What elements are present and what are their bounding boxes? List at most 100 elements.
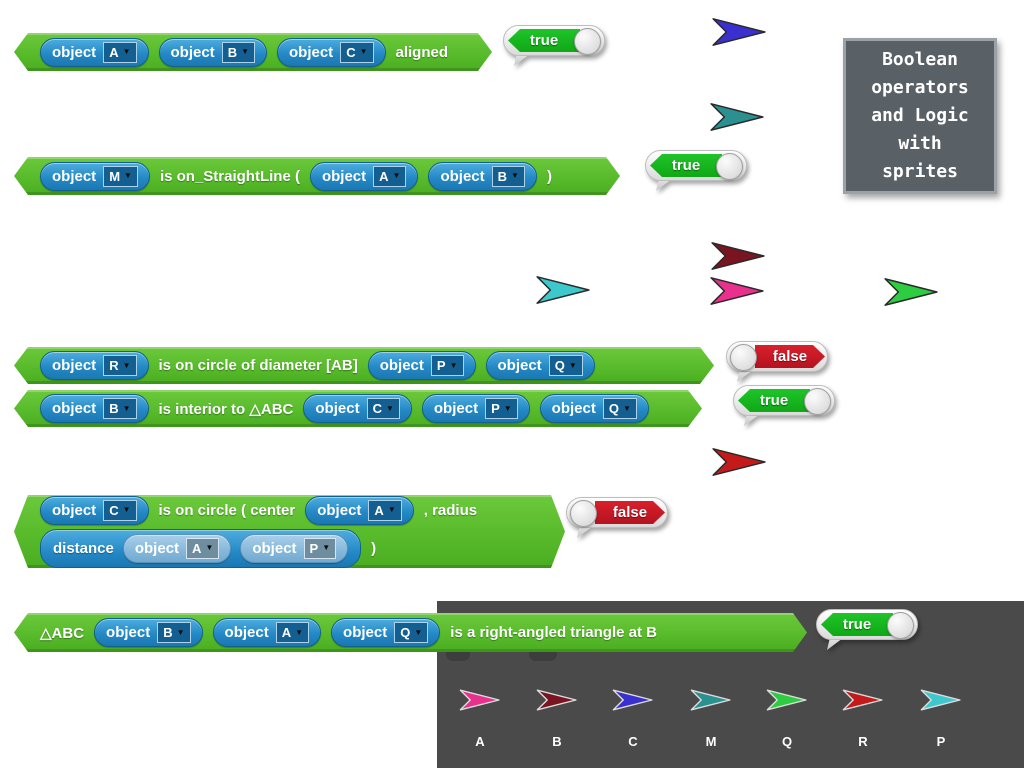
- arrow-icon: [536, 276, 590, 304]
- object-reporter[interactable]: object B ▼: [428, 162, 537, 191]
- result-toggle-true[interactable]: true: [816, 609, 918, 655]
- toggle-knob[interactable]: [574, 28, 601, 55]
- object-reporter[interactable]: object Q ▼: [486, 351, 595, 380]
- corral-sprite-c[interactable]: C: [605, 688, 661, 749]
- object-reporter[interactable]: object P ▼: [240, 534, 348, 563]
- result-toggle-true[interactable]: true: [503, 25, 605, 71]
- toggle-knob[interactable]: [716, 153, 743, 180]
- object-reporter[interactable]: object A ▼: [305, 496, 414, 525]
- object-reporter[interactable]: object A ▼: [40, 38, 149, 67]
- object-reporter[interactable]: object R ▼: [40, 351, 149, 380]
- sprite-arrow-pink[interactable]: [709, 275, 766, 307]
- corral-label: C: [628, 734, 638, 749]
- toggle-knob[interactable]: [570, 500, 597, 527]
- toggle-value-label: true: [508, 29, 580, 52]
- result-toggle-true[interactable]: true: [645, 150, 747, 196]
- arrow-icon: [842, 689, 883, 711]
- result-toggle-true[interactable]: true: [733, 385, 835, 431]
- object-dropdown[interactable]: Q ▼: [394, 622, 428, 643]
- toggle-pill: false: [726, 341, 828, 372]
- dropdown-value: P: [436, 358, 446, 373]
- object-reporter[interactable]: object M ▼: [40, 162, 150, 191]
- object-dropdown[interactable]: A ▼: [186, 538, 219, 559]
- corral-label: R: [858, 734, 868, 749]
- sprite-arrow-green[interactable]: [883, 276, 940, 308]
- toggle-knob[interactable]: [730, 344, 757, 371]
- boolean-block-right-angled-triangle[interactable]: △ABC object B ▼ object A ▼ object Q ▼ is…: [14, 613, 807, 652]
- object-dropdown[interactable]: B ▼: [103, 398, 136, 419]
- corral-sprite-q[interactable]: Q: [759, 688, 815, 749]
- boolean-block-on-circle-diameter[interactable]: object R ▼ is on circle of diameter [AB]…: [14, 347, 714, 384]
- object-reporter[interactable]: object A ▼: [123, 534, 232, 563]
- toggle-value-label: false: [755, 345, 825, 368]
- object-reporter[interactable]: object A ▼: [310, 162, 419, 191]
- reporter-label: object: [551, 400, 596, 417]
- boolean-block-on-straightline[interactable]: object M ▼ is on_StraightLine ( object A…: [14, 157, 620, 195]
- object-dropdown[interactable]: Q ▼: [549, 355, 583, 376]
- object-reporter[interactable]: object B ▼: [94, 618, 203, 647]
- reporter-label: object: [321, 167, 367, 185]
- object-dropdown[interactable]: B ▼: [157, 622, 190, 643]
- result-toggle-false[interactable]: false: [566, 497, 668, 543]
- sprite-arrow-red[interactable]: [711, 446, 768, 478]
- object-dropdown[interactable]: P ▼: [485, 398, 518, 419]
- object-reporter[interactable]: object A ▼: [213, 618, 322, 647]
- object-reporter[interactable]: object C ▼: [277, 38, 386, 67]
- sprite-arrow-maroon[interactable]: [710, 240, 767, 272]
- corral-sprite-a[interactable]: A: [452, 688, 508, 749]
- object-dropdown[interactable]: P ▼: [304, 538, 337, 559]
- corral-sprite-b[interactable]: B: [529, 688, 585, 749]
- object-reporter[interactable]: object P ▼: [422, 394, 530, 423]
- object-dropdown[interactable]: A ▼: [103, 42, 136, 63]
- block-text: is on_StraightLine (: [159, 167, 300, 185]
- object-reporter[interactable]: object C ▼: [303, 394, 412, 423]
- corral-label: P: [936, 734, 946, 749]
- object-dropdown[interactable]: C ▼: [340, 42, 373, 63]
- object-dropdown[interactable]: Q ▼: [603, 398, 637, 419]
- object-dropdown[interactable]: B ▼: [492, 166, 525, 187]
- dropdown-value: R: [109, 358, 119, 373]
- toggle-knob[interactable]: [887, 612, 914, 639]
- reporter-label: object: [497, 357, 542, 374]
- boolean-block-interior-triangle[interactable]: object B ▼ is interior to △ABC object C …: [14, 390, 702, 427]
- chevron-down-icon: ▼: [449, 360, 458, 370]
- boolean-block-on-circle-center-radius[interactable]: object C ▼ is on circle ( center object …: [14, 495, 565, 568]
- object-dropdown[interactable]: C ▼: [367, 398, 400, 419]
- arrow-icon: [612, 689, 653, 711]
- object-reporter[interactable]: object C ▼: [40, 496, 149, 525]
- object-dropdown[interactable]: R ▼: [103, 355, 136, 376]
- arrow-icon: [884, 278, 938, 306]
- object-dropdown[interactable]: A ▼: [368, 500, 401, 521]
- sprite-arrow-teal[interactable]: [709, 101, 766, 133]
- block-text: is on circle of diameter [AB]: [158, 357, 358, 374]
- object-dropdown[interactable]: A ▼: [373, 166, 406, 187]
- object-reporter[interactable]: object Q ▼: [331, 618, 440, 647]
- arrow-icon: [710, 277, 764, 305]
- object-reporter[interactable]: object B ▼: [159, 38, 268, 67]
- dropdown-value: B: [163, 625, 173, 640]
- corral-sprite-m[interactable]: M: [683, 688, 739, 749]
- object-dropdown[interactable]: A ▼: [276, 622, 309, 643]
- dropdown-value: Q: [400, 625, 411, 640]
- reporter-label: object: [315, 400, 360, 417]
- corral-sprite-p[interactable]: P: [913, 688, 969, 749]
- object-reporter[interactable]: object B ▼: [40, 394, 149, 423]
- arrow-icon: [690, 689, 731, 711]
- reporter-label: object: [433, 400, 479, 417]
- object-dropdown[interactable]: P ▼: [431, 355, 464, 376]
- sprite-arrow-blue[interactable]: [711, 16, 768, 48]
- toggle-pill: false: [566, 497, 668, 528]
- corral-sprite-r[interactable]: R: [835, 688, 891, 749]
- object-reporter[interactable]: object P ▼: [368, 351, 476, 380]
- object-dropdown[interactable]: B ▼: [222, 42, 255, 63]
- sprite-arrow-cyan[interactable]: [535, 274, 592, 306]
- object-dropdown[interactable]: M ▼: [103, 166, 138, 187]
- distance-reporter-block[interactable]: distance object A ▼ object P ▼: [40, 529, 361, 568]
- toggle-pill: true: [645, 150, 747, 181]
- object-reporter[interactable]: object Q ▼: [540, 394, 649, 423]
- boolean-block-aligned[interactable]: object A ▼ object B ▼ object C ▼ aligned: [14, 33, 492, 71]
- result-toggle-false[interactable]: false: [726, 341, 828, 387]
- object-dropdown[interactable]: C ▼: [103, 500, 136, 521]
- toggle-knob[interactable]: [804, 388, 831, 415]
